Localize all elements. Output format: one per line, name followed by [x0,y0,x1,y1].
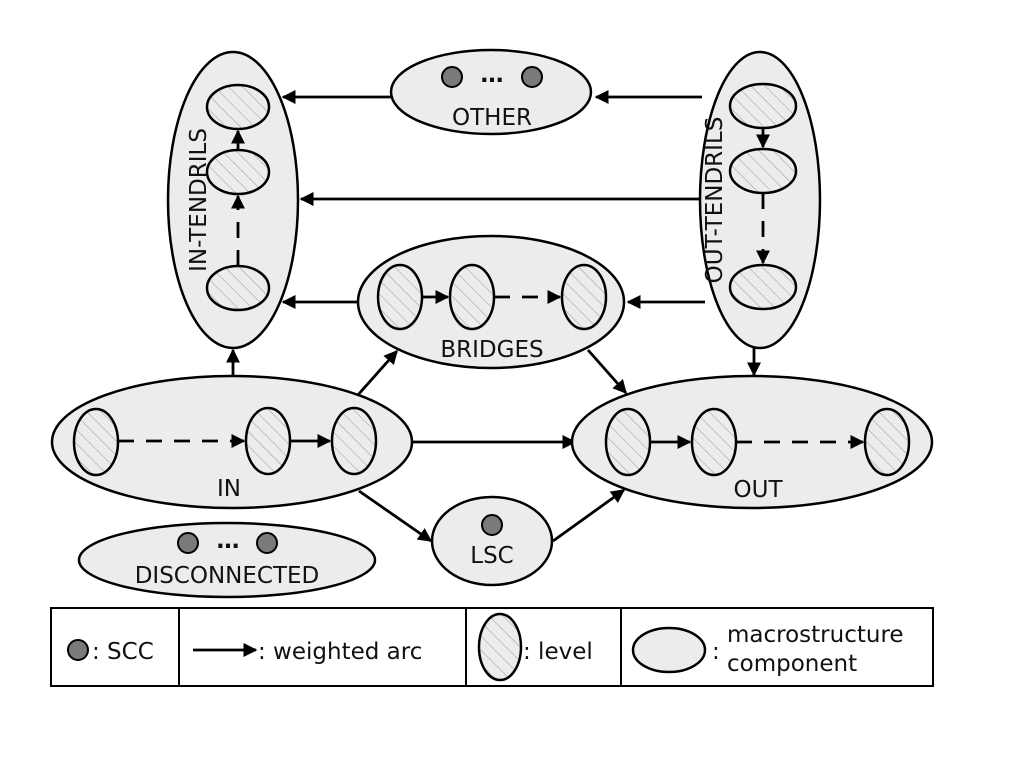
level-icon [477,612,523,682]
scc-icon [256,532,278,554]
level-icon [728,263,798,311]
level-icon [604,407,652,477]
arc-bridges-to-out [586,349,628,395]
ellipsis-icon: … [481,62,504,88]
legend-component-line1: macrostructure [727,622,904,648]
level-icon [330,406,378,476]
legend-item-scc: : SCC [67,639,154,665]
component-other: … OTHER [389,48,593,136]
level-icon [205,264,271,312]
arc-in-to-bridges [355,349,399,397]
component-bridges: BRIDGES [356,234,626,370]
level-icon [205,148,271,196]
legend-component-line2: component [727,651,857,677]
other-label: OTHER [452,105,532,131]
level-icon [448,263,496,331]
level-icon [863,407,911,477]
level-icon [72,407,120,477]
arc-lsc-to-out [552,488,626,543]
legend: : SCC : weighted arc : level : macrostru… [50,607,934,687]
legend-item-level: : level [477,612,593,682]
arc-in-to-lsc [358,489,433,543]
disconnected-ellipse [77,521,377,599]
scc-icon [441,66,463,88]
legend-arc-label: : weighted arc [258,639,422,665]
component-disconnected: … DISCONNECTED [77,521,377,599]
legend-scc-label: : SCC [92,639,154,665]
scc-icon [67,639,89,661]
legend-item-arc: : weighted arc [193,639,422,665]
component-in: IN [50,374,414,510]
component-out: OUT [570,374,934,510]
bridges-label: BRIDGES [440,337,543,363]
in-tendrils-label: IN-TENDRILS [186,128,212,272]
component-in-tendrils: IN-TENDRILS [166,50,300,350]
inter-component-arcs [226,90,761,543]
level-icon [376,263,424,331]
lsc-ellipse [430,495,554,587]
out-tendrils-label: OUT-TENDRILS [702,117,728,284]
component-icon [631,626,707,674]
scc-icon [481,514,503,536]
disconnected-label: DISCONNECTED [135,563,320,589]
lsc-label: LSC [470,543,513,569]
ellipsis-icon: … [217,528,240,554]
component-lsc: LSC [430,495,554,587]
out-label: OUT [734,477,784,503]
in-label: IN [217,476,241,502]
scc-icon [177,532,199,554]
scc-icon [521,66,543,88]
legend-component-colon: : [712,639,720,665]
level-icon [560,263,608,331]
level-icon [205,83,271,131]
legend-level-label: : level [523,639,593,665]
level-icon [728,82,798,130]
legend-item-component: : macrostructure component [631,622,904,677]
component-out-tendrils: OUT-TENDRILS [698,50,822,350]
level-icon [690,407,738,477]
level-icon [728,147,798,195]
level-icon [244,406,292,476]
